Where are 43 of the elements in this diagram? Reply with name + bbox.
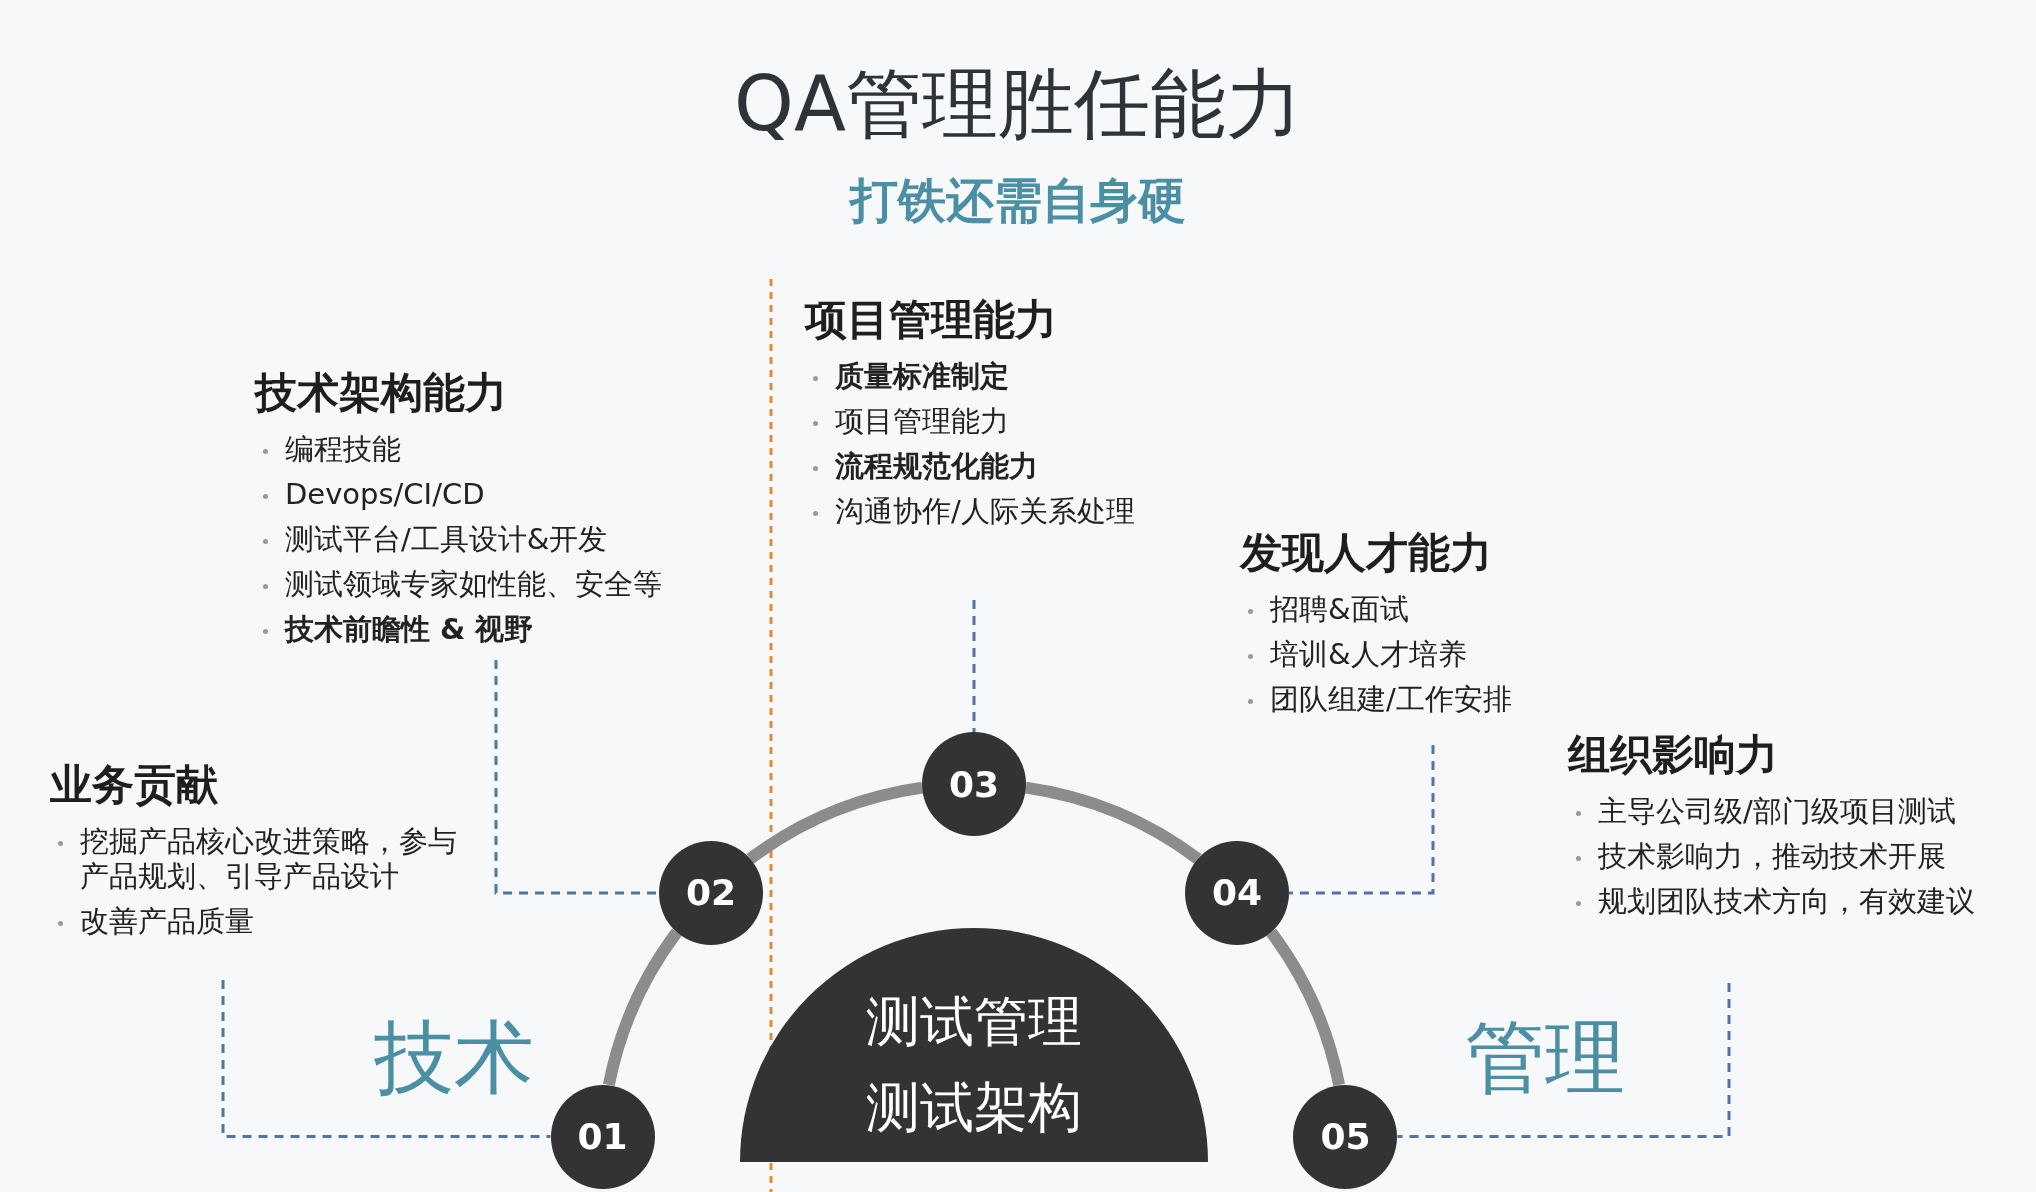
category-label: 管理 <box>1464 1010 1626 1106</box>
number-circle: 01 <box>550 1084 655 1189</box>
bullet-item: 团队组建/工作安排 <box>1240 682 1570 717</box>
section-heading: 组织影响力 <box>1568 730 1779 781</box>
leader-line <box>1289 745 1435 895</box>
category-label: 技术 <box>373 1010 535 1106</box>
bullet-item: 项目管理能力 <box>805 404 1195 439</box>
bullet-item: 主导公司级/部门级项目测试 <box>1568 794 2028 830</box>
dome-text: 测试管理 <box>865 990 1083 1055</box>
connector-arc <box>746 781 924 864</box>
bullet-item: 质量标准制定 <box>805 359 1195 395</box>
dome-shape <box>740 928 1208 1162</box>
bullet-item: 测试领域专家如性能、安全等 <box>255 566 725 602</box>
connector-arc <box>603 928 682 1087</box>
section-heading: 业务贡献 <box>50 760 219 811</box>
bullet-item: 培训&人才培养 <box>1240 637 1570 672</box>
bullet-item: 规划团队技术方向，有效建议 <box>1568 884 2028 919</box>
bullet-item: 测试平台/工具设计&开发 <box>255 522 725 557</box>
subtitle: 打铁还需自身硬 <box>848 172 1187 230</box>
section-heading: 项目管理能力 <box>805 295 1058 346</box>
bullet-item: 技术影响力，推动技术开展 <box>1568 839 2028 874</box>
leader-line <box>972 600 976 732</box>
section-heading: 技术架构能力 <box>255 368 508 419</box>
bullet-item: 沟通协作/人际关系处理 <box>805 493 1195 529</box>
section-heading: 发现人才能力 <box>1240 528 1493 579</box>
number-circle: 04 <box>1185 840 1290 945</box>
bullet-item: 技术前瞻性 & 视野 <box>255 611 725 647</box>
leader-line <box>1397 983 1731 1139</box>
dome-text: 测试架构 <box>865 1076 1083 1141</box>
bullet-item: 编程技能 <box>255 432 725 468</box>
connector-arc <box>1024 781 1202 864</box>
bullet-item: 招聘&面试 <box>1240 592 1570 628</box>
connector-arc <box>1266 928 1345 1087</box>
leader-line <box>494 660 659 895</box>
leader-line <box>221 980 551 1139</box>
number-circle: 03 <box>922 732 1026 836</box>
bullet-item: Devops/CI/CD <box>255 477 725 512</box>
bullet-item: 流程规范化能力 <box>805 449 1195 484</box>
number-circle: 02 <box>658 840 763 945</box>
bullet-item: 挖掘产品核心改进策略，参与产品规划、引导产品设计 <box>50 824 460 894</box>
title: QA管理胜任能力 <box>733 58 1303 150</box>
number-circle: 05 <box>1293 1084 1398 1189</box>
bullet-item: 改善产品质量 <box>50 904 460 939</box>
